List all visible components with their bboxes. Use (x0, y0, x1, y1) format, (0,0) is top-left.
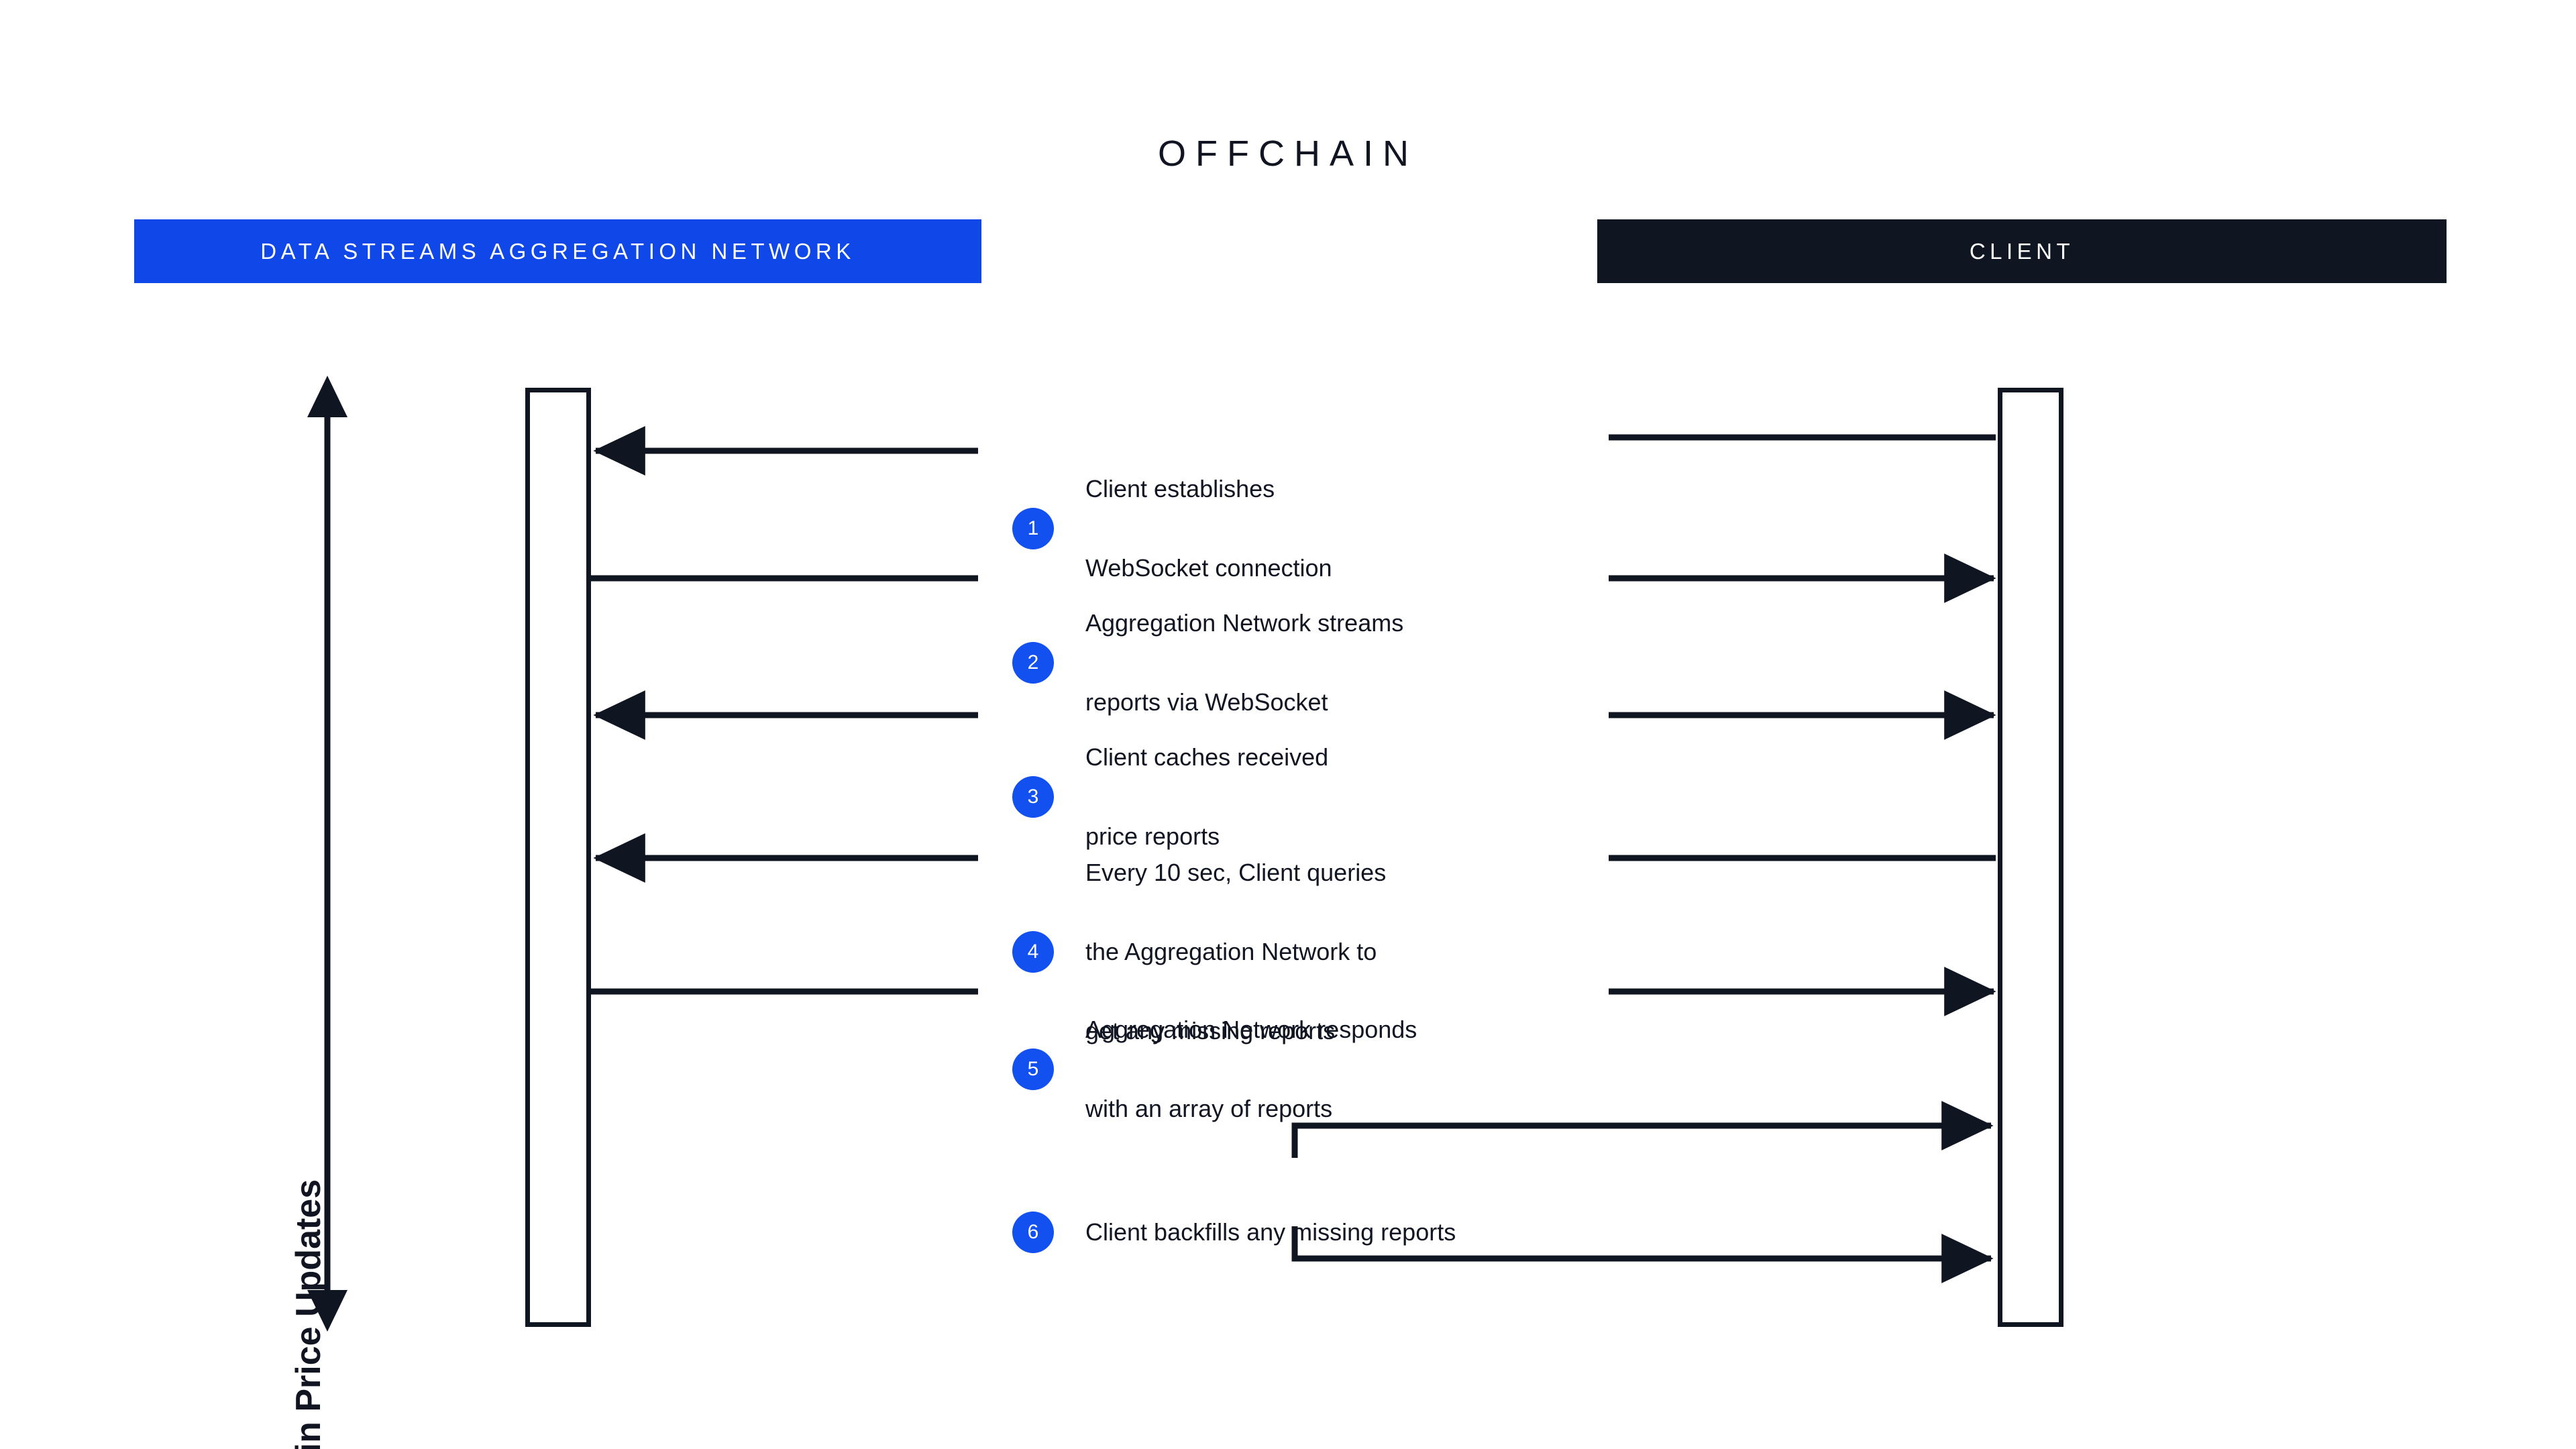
actor-header-client: CLIENT (1597, 219, 2447, 283)
axis-label-container: Offchain Price Updates (134, 664, 523, 1449)
step-item-1: 1 Client establishes WebSocket connectio… (1012, 429, 1332, 627)
step-badge-4: 4 (1012, 930, 1054, 973)
step-item-4: 4 Every 10 sec, Client queries the Aggre… (1012, 813, 1386, 1090)
actor-header-label: DATA STREAMS AGGREGATION NETWORK (260, 238, 855, 264)
actor-header-label: CLIENT (1969, 238, 2075, 264)
step-badge-2: 2 (1012, 641, 1054, 684)
step-text-3: Client caches received price reports (1085, 743, 1329, 850)
step-text-5: Aggregation Network responds with an arr… (1085, 1016, 1417, 1122)
page-title: OFFCHAIN (1158, 133, 1418, 174)
step-item-5: 5 Aggregation Network responds with an a… (1012, 970, 1417, 1168)
step-item-6: 6 Client backfills any missing reports (1012, 1173, 1456, 1291)
axis-label: Offchain Price Updates (289, 1179, 328, 1449)
lifeline-client (1998, 388, 2063, 1327)
step-item-3: 3 Client caches received price reports (1012, 698, 1328, 896)
offchain-price-updates-axis-arrow-icon (307, 376, 347, 1332)
step-badge-3: 3 (1012, 775, 1054, 818)
step-text-2: Aggregation Network streams reports via … (1085, 609, 1404, 716)
step-badge-1: 1 (1012, 507, 1054, 549)
step-text-1: Client establishes WebSocket connection (1085, 475, 1332, 582)
lifeline-aggregation-network (525, 388, 591, 1327)
step-item-2: 2 Aggregation Network streams reports vi… (1012, 564, 1403, 761)
step-badge-6: 6 (1012, 1211, 1054, 1253)
actor-header-aggregation-network: DATA STREAMS AGGREGATION NETWORK (134, 219, 981, 283)
step-text-4: Every 10 sec, Client queries the Aggrega… (1085, 859, 1387, 1044)
step-text-6: Client backfills any missing reports (1085, 1218, 1456, 1246)
step-badge-5: 5 (1012, 1048, 1054, 1090)
